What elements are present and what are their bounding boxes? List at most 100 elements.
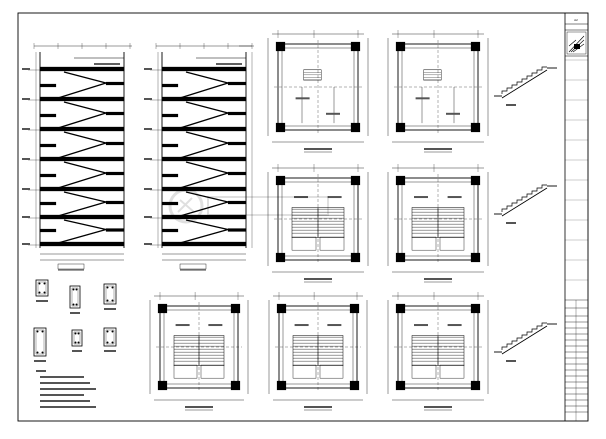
general-notes (36, 370, 96, 408)
cad-line (39, 96, 125, 102)
label-mark (104, 308, 116, 310)
cad-line (350, 122, 361, 133)
cad-line (395, 41, 406, 52)
label-mark (70, 312, 80, 314)
label-mark (208, 324, 223, 327)
column-section-detail (71, 329, 83, 352)
stair-steps (501, 66, 547, 94)
cad-line (39, 113, 57, 118)
cad-line (57, 172, 107, 189)
cad-line (37, 281, 47, 295)
cad-line (179, 142, 229, 159)
stair-section-view (144, 43, 254, 271)
column-section-detail (35, 279, 49, 302)
rebar-dot (111, 286, 114, 289)
cad-line (227, 111, 247, 116)
company-logo (566, 31, 587, 55)
watermark-logo (168, 188, 329, 224)
cad-line (303, 69, 322, 81)
cad-line (161, 113, 179, 118)
stair-plan-view (268, 292, 368, 411)
label-mark (34, 360, 46, 362)
cad-line (200, 364, 225, 379)
label-mark (446, 112, 460, 115)
cad-line (105, 81, 125, 86)
column-section-detail (33, 327, 47, 362)
column-section-detail (103, 327, 117, 352)
cad-line (105, 141, 125, 146)
cad-line (411, 236, 437, 251)
label-mark (506, 222, 516, 224)
stair-plans (149, 30, 489, 411)
cad-line (395, 175, 406, 186)
stair-sections (22, 43, 254, 271)
cad-line (39, 201, 57, 206)
cad-line (470, 175, 481, 186)
cad-line (157, 380, 168, 391)
label-mark (36, 300, 48, 302)
cad-line (227, 171, 247, 176)
label-mark (185, 406, 213, 408)
cad-line (395, 303, 406, 314)
label-mark (144, 128, 152, 130)
label-mark (414, 324, 428, 327)
rebar-dot (75, 288, 78, 291)
cad-line (292, 364, 317, 379)
cad-line (411, 364, 437, 379)
label-mark (327, 324, 342, 327)
cad-line (423, 69, 442, 81)
cad-line (39, 214, 125, 220)
rebar-dot (106, 299, 109, 302)
flight-section (494, 66, 557, 106)
label-mark (144, 158, 152, 160)
label-mark (40, 406, 96, 408)
stair-plan-view (267, 164, 369, 283)
cad-line (57, 112, 107, 129)
cad-line (63, 71, 107, 84)
stair-section-view (22, 43, 132, 271)
label-mark (22, 128, 30, 130)
cad-line (470, 41, 481, 52)
cad-line (350, 252, 361, 263)
column-section-detail (69, 285, 81, 314)
rebar-dot (77, 332, 80, 335)
cad-line (33, 327, 47, 357)
label-mark (447, 324, 462, 327)
cad-line (470, 122, 481, 133)
label-mark (144, 98, 152, 100)
cad-line (350, 41, 361, 52)
label-mark (22, 158, 30, 160)
cad-line (39, 186, 125, 192)
rebar-dot (106, 341, 109, 344)
cad-line (501, 69, 548, 99)
rebar-dot (38, 282, 41, 285)
label-mark (295, 97, 310, 100)
cad-line (179, 112, 229, 129)
cad-line (185, 71, 229, 84)
cad-line (69, 285, 81, 309)
cad-line (179, 263, 207, 270)
label-mark (144, 243, 152, 245)
cad-line (319, 364, 344, 379)
cad-line (439, 364, 465, 379)
cad-line (57, 142, 107, 159)
label-mark (327, 196, 342, 199)
label-mark (104, 350, 116, 352)
stair-plan-view (387, 30, 489, 153)
cad-line (227, 228, 247, 232)
rebar-dot (43, 291, 46, 294)
stair-steps (501, 184, 547, 212)
cad-line (71, 287, 79, 307)
title-block-header: A2 (574, 18, 578, 22)
column-section-detail (103, 283, 117, 310)
cad-line (161, 126, 247, 132)
cad-line (179, 172, 229, 189)
cad-line (161, 214, 247, 220)
label-mark (414, 196, 428, 199)
cad-line (275, 122, 286, 133)
cad-line (105, 171, 125, 176)
cad-line (349, 303, 360, 314)
rebar-dot (106, 330, 109, 333)
label-mark (72, 350, 82, 352)
